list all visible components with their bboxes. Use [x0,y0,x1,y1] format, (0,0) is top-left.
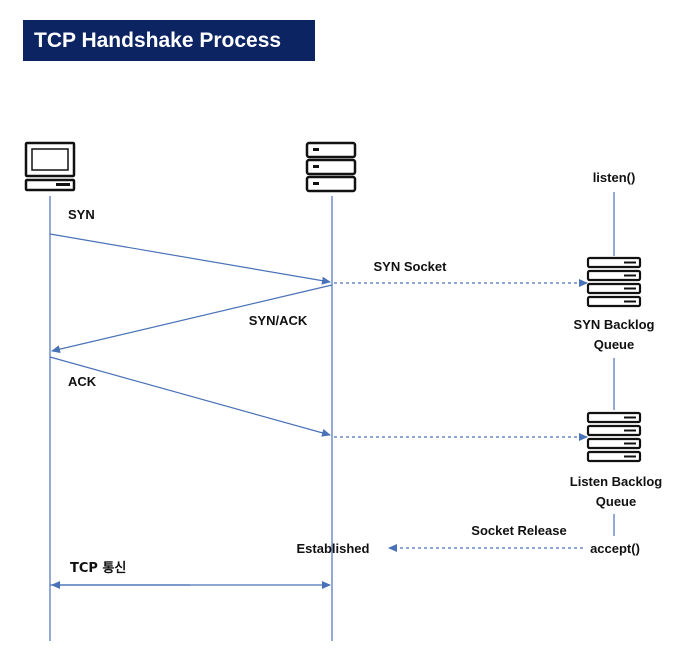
syn-ack-arrow [51,284,333,354]
server-icon [305,141,357,193]
syn-socket-label: SYN Socket [374,259,448,274]
syn-label: SYN [68,207,95,222]
listen-label: listen() [593,170,636,185]
established-label: Established [297,541,370,556]
syn-backlog-stack-icon [586,256,642,308]
ack-label: ACK [68,374,97,389]
syn-backlog-label-line1: SYN Backlog [574,317,655,332]
listen-backlog-stack-icon [586,411,642,463]
accept-label: accept() [590,541,640,556]
tcp-comm-label: TCP 통신 [70,561,126,576]
diagram-title: TCP Handshake Process [23,20,315,61]
listen-backlog-label-line2: Queue [596,494,636,509]
listen-backlog-label-line1: Listen Backlog [570,474,663,489]
syn-arrow [49,233,331,285]
computer-icon [24,141,76,192]
syn-ack-label: SYN/ACK [249,313,308,328]
syn-backlog-label-line2: Queue [594,337,634,352]
ack-arrow [49,356,331,437]
socket-release-label: Socket Release [471,523,566,538]
